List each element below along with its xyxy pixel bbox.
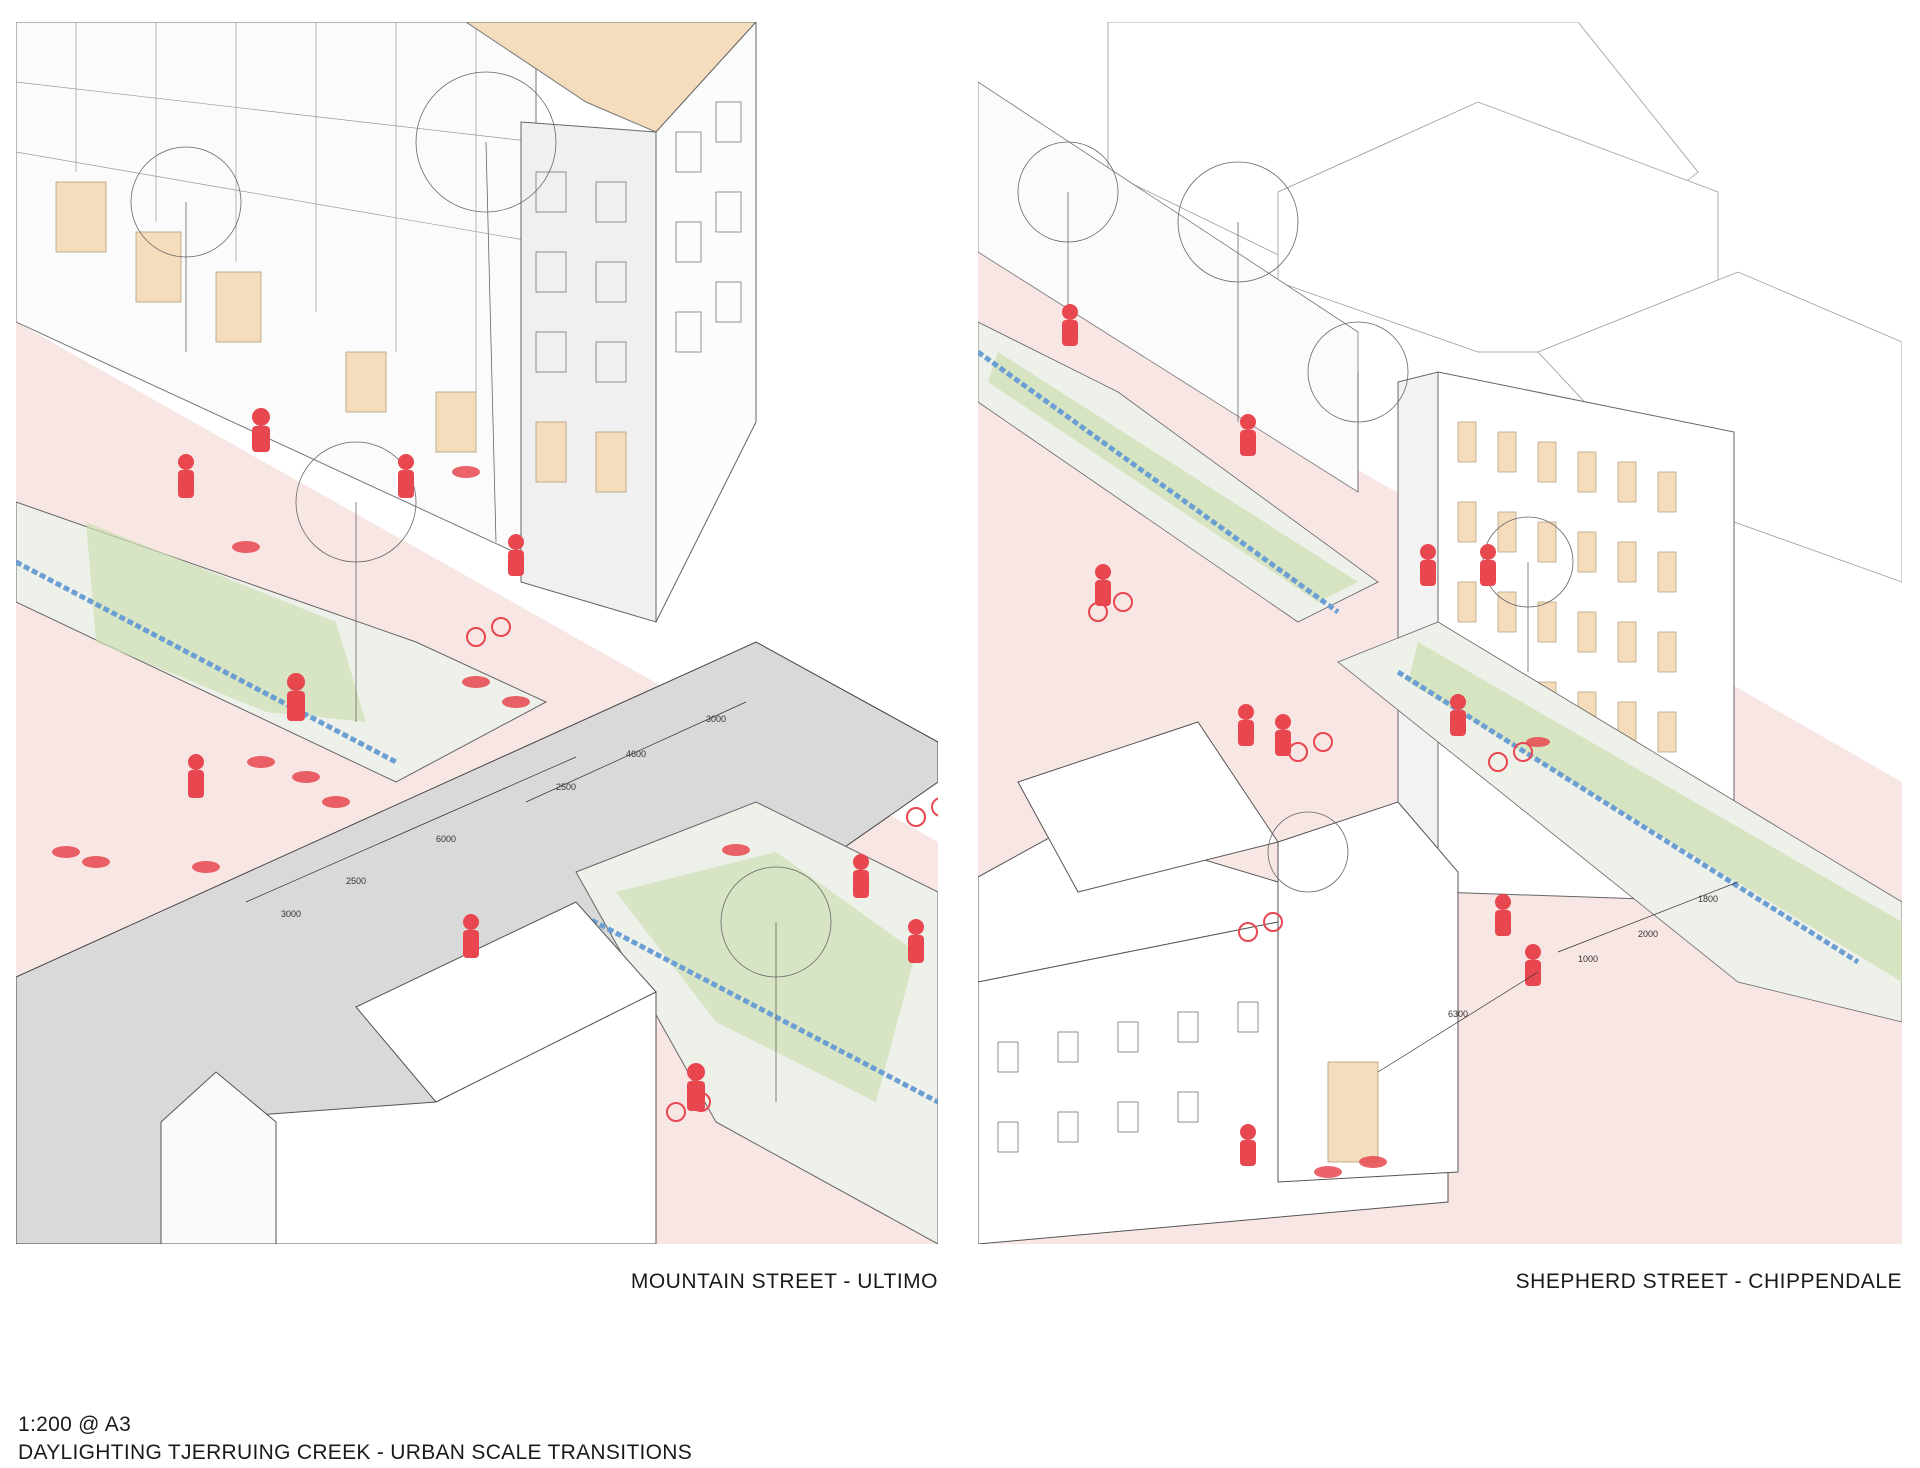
planting-lower [1408, 642, 1902, 982]
scale-note: 1:200 @ A3 [18, 1413, 132, 1436]
dim-label: 3000 [281, 909, 301, 919]
cafe-tables-left [52, 466, 750, 873]
corner-building-timber [535, 421, 627, 493]
corner-house-roof [1017, 721, 1279, 893]
axonometric-mountain-street: 3000 2500 6000 2500 4600 3000 [16, 22, 938, 1244]
bicycles-right [1088, 592, 1533, 942]
dim-label: 4600 [626, 749, 646, 759]
axonometric-shepherd-street: 6300 1000 2000 1800 [978, 22, 1902, 1244]
terrace-windows [997, 1001, 1259, 1153]
planting-upper [988, 352, 1358, 602]
dim-label: 3000 [706, 714, 726, 724]
shepherd-street-drawing: 6300 1000 2000 1800 [978, 22, 1902, 1244]
cafe-tables-right [1314, 737, 1550, 1178]
people-right [1062, 304, 1541, 1166]
background-buildings [1107, 22, 1902, 583]
window-grid-left [16, 22, 537, 392]
dim-label: 1000 [1578, 954, 1598, 964]
bicycles-left [466, 617, 938, 1122]
dim-label: 6300 [1448, 1009, 1468, 1019]
trees-right [1017, 141, 1574, 893]
warehouse-gable [160, 1071, 277, 1244]
panel-caption-shepherd-street: SHEPHERD STREET - CHIPPENDALE [1515, 1270, 1902, 1293]
dimension-lines-left [245, 701, 747, 903]
sheet-title: DAYLIGHTING TJERRUING CREEK - URBAN SCAL… [18, 1441, 693, 1464]
dim-label: 2500 [556, 782, 576, 792]
dim-label: 2000 [1638, 929, 1658, 939]
planting-upper [86, 522, 366, 722]
dim-label: 2500 [346, 876, 366, 886]
corner-building-windows [535, 101, 742, 383]
panel-caption-mountain-street: MOUNTAIN STREET - ULTIMO [630, 1270, 938, 1293]
timber-shopfronts [55, 181, 477, 453]
planting-lower [616, 852, 916, 1102]
mountain-street-drawing: 3000 2500 6000 2500 4600 3000 [16, 22, 938, 1244]
creek-water-upper [978, 349, 1340, 615]
dim-label: 6000 [436, 834, 456, 844]
dimension-lines-right [1377, 881, 1739, 1073]
creek-water-lower [574, 909, 938, 1105]
creek-water-lower [1396, 669, 1860, 965]
timber-door [1327, 1061, 1379, 1163]
dim-label: 1800 [1698, 894, 1718, 904]
trees-left [130, 71, 832, 1102]
